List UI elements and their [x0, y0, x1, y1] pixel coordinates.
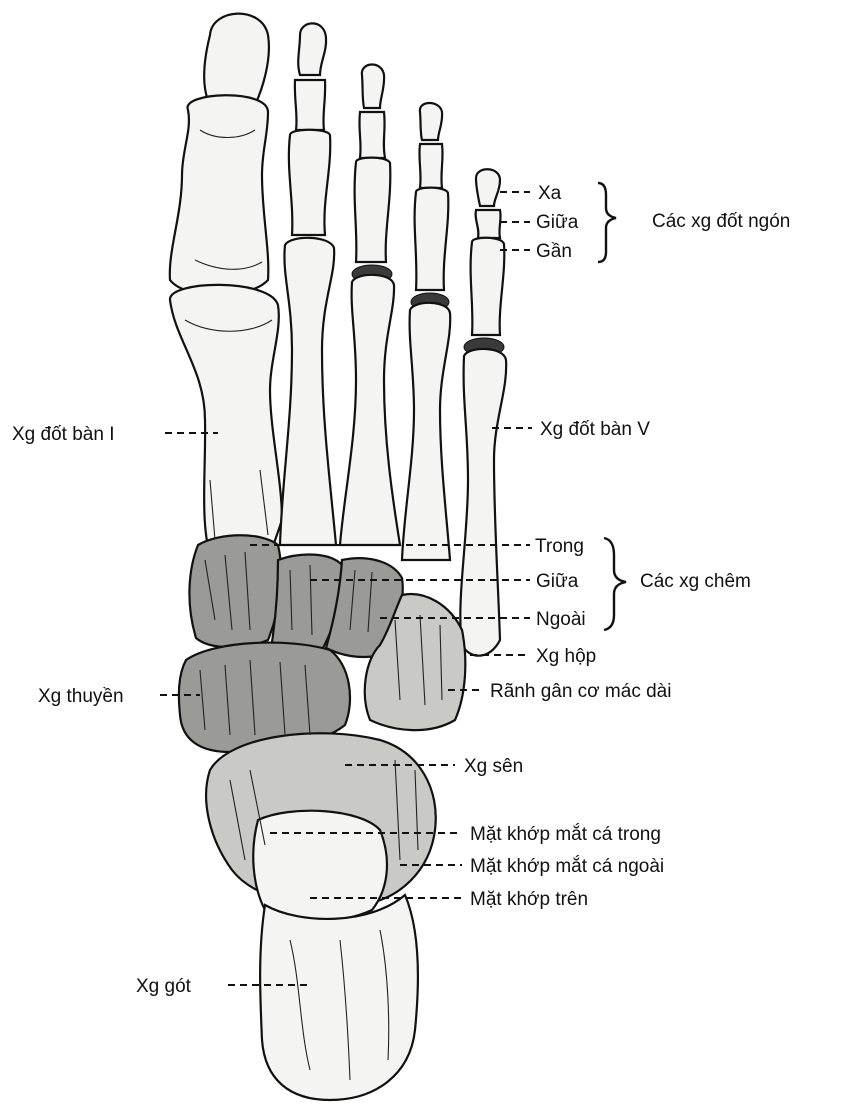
- toe-3-distal: [362, 64, 384, 108]
- label-lateral-cuneiform: Ngoài: [536, 609, 586, 630]
- label-talus: Xg sên: [464, 756, 523, 777]
- medial-cuneiform: [189, 535, 281, 647]
- hallux-distal-phalanx: [204, 14, 269, 105]
- label-peroneus-groove: Rãnh gân cơ mác dài: [490, 681, 671, 702]
- toe-2-distal: [298, 23, 326, 75]
- toe-5-proximal: [471, 238, 505, 335]
- label-navicular: Xg thuyền: [38, 686, 124, 707]
- toe-4-proximal: [415, 188, 449, 290]
- label-calcaneus: Xg gót: [136, 976, 192, 997]
- calcaneus: [260, 895, 418, 1100]
- label-intermediate-cuneiform: Giữa: [536, 571, 579, 592]
- metatarsal-3: [340, 275, 400, 545]
- metatarsal-4: [402, 303, 450, 560]
- toe-3-bones: [340, 64, 400, 545]
- metatarsal-5: [460, 349, 506, 656]
- toe-5-middle: [476, 210, 501, 238]
- label-distal: Xa: [538, 183, 562, 204]
- toe-2-middle: [295, 80, 325, 130]
- toe-3-middle: [359, 112, 385, 158]
- toe-5-bones: [460, 169, 506, 655]
- label-medial-malleolar-facet: Mặt khớp mắt cá trong: [470, 823, 661, 845]
- toe-2-proximal: [289, 130, 330, 235]
- label-superior-facet: Mặt khớp trên: [470, 889, 588, 910]
- toe-4-distal: [420, 103, 442, 140]
- hallux-bones: [170, 14, 282, 555]
- talus-superior-facet: [253, 811, 387, 922]
- toe-3-proximal: [355, 158, 391, 262]
- metatarsal-2: [280, 238, 336, 545]
- cuneiform-brace: [604, 538, 626, 630]
- tarsal-bones: [179, 535, 465, 1100]
- toe-5-distal: [476, 169, 500, 206]
- label-cuboid: Xg hộp: [536, 646, 596, 667]
- toe-4-middle: [419, 144, 442, 188]
- label-phalanges-group: Các xg đốt ngón: [652, 211, 790, 232]
- label-medial-cuneiform: Trong: [535, 536, 584, 557]
- label-metatarsal-1: Xg đốt bàn I: [12, 424, 114, 445]
- label-metatarsal-5: Xg đốt bàn V: [540, 419, 650, 440]
- label-proximal: Gần: [536, 241, 572, 262]
- toe-4-bones: [402, 103, 450, 560]
- label-lateral-malleolar-facet: Mặt khớp mắt cá ngoài: [470, 855, 664, 877]
- label-cuneiform-group: Các xg chêm: [640, 571, 751, 592]
- toe-2-bones: [280, 23, 336, 545]
- hallux-proximal-phalanx: [170, 95, 269, 295]
- label-middle: Giữa: [536, 212, 579, 233]
- phalanges-brace: [598, 183, 616, 262]
